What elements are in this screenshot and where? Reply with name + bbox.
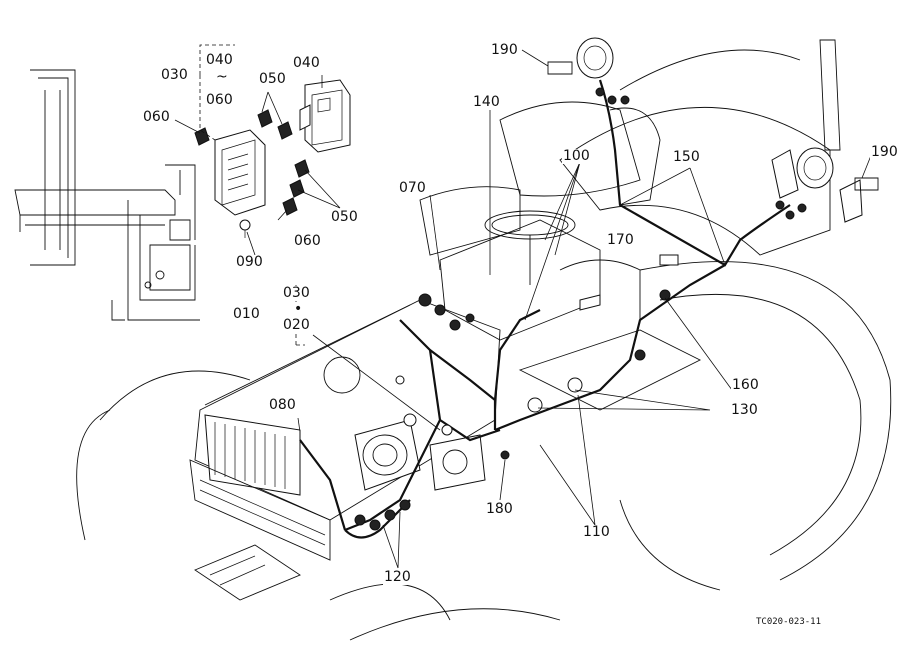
label-130: 130 [730, 402, 759, 418]
label-170: 170 [606, 232, 635, 248]
label-080: 080 [268, 397, 297, 413]
label-range-tilde: ~ [215, 69, 229, 85]
mounting-bracket-frame [14, 69, 200, 321]
label-050-bottom: 050 [330, 209, 359, 225]
label-150: 150 [672, 149, 701, 165]
label-110: 110 [582, 524, 611, 540]
label-060-left: 060 [142, 109, 171, 125]
figure-code: TC020-023-11 [756, 617, 822, 627]
label-010: 010 [232, 306, 261, 322]
label-090: 090 [235, 254, 264, 270]
label-120: 120 [383, 569, 412, 585]
label-160: 160 [731, 377, 760, 393]
label-140: 140 [472, 94, 501, 110]
label-060-range-end: 060 [205, 92, 234, 108]
label-060-bottom: 060 [293, 233, 322, 249]
label-190-left: 190 [490, 42, 519, 58]
label-100: 100 [562, 148, 591, 164]
tractor-body-outline [76, 39, 892, 641]
label-030-group: 030 [160, 67, 189, 83]
label-040-top: 040 [205, 52, 234, 68]
label-050-top: 050 [258, 71, 287, 87]
label-dot-separator: • [293, 301, 304, 317]
label-180: 180 [485, 501, 514, 517]
wiring-harness [299, 79, 807, 539]
head-lamps [547, 37, 879, 223]
label-020: 020 [282, 317, 311, 333]
label-190-right: 190 [870, 144, 899, 160]
label-040-right: 040 [292, 55, 321, 71]
label-030-main: 030 [282, 285, 311, 301]
label-070: 070 [398, 180, 427, 196]
fuse-box-assembly [194, 79, 351, 238]
